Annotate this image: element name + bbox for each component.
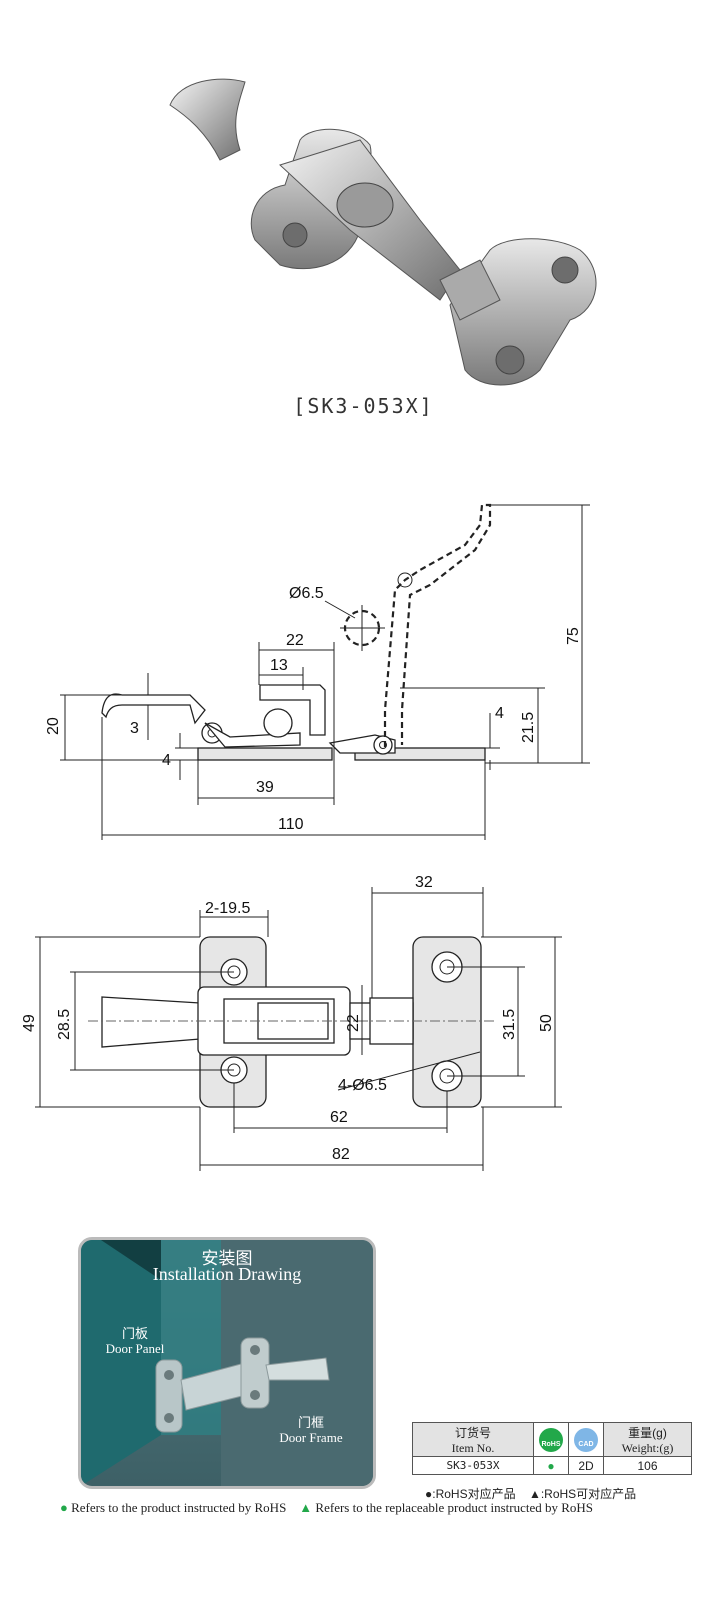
dim-13: 13: [270, 657, 288, 674]
cad-icon: CAD: [574, 1427, 598, 1452]
installation-title-en: Installation Drawing: [152, 1264, 302, 1284]
green-triangle-icon: ▲: [299, 1500, 313, 1515]
model-caption: [SK3-053X]: [293, 394, 434, 418]
dim-4-right: 4: [495, 705, 504, 722]
rohs-icon: RoHS: [539, 1427, 563, 1452]
installation-scene: [81, 1240, 373, 1486]
legend-rohs-en: Refers to the product instructed by RoHS: [71, 1500, 287, 1515]
door-panel-label: 门板 Door Panel: [105, 1326, 165, 1356]
dim-21-5: 21.5: [520, 712, 537, 743]
green-dot-icon: ●: [60, 1500, 68, 1515]
legend-replace-en: Refers to the replaceable product instru…: [315, 1500, 594, 1515]
legend-cn: ●:RoHS对应产品 ▲:RoHS可对应产品: [425, 1485, 636, 1502]
dim-49: 49: [21, 1014, 38, 1032]
legend-en: ● Refers to the product instructed by Ro…: [60, 1500, 593, 1516]
dim-3: 3: [130, 720, 139, 737]
dim-75: 75: [565, 627, 582, 645]
legend-rohs-cn: ●:RoHS对应产品: [425, 1487, 516, 1501]
cell-item-no: SK3-053X: [412, 1456, 534, 1475]
legend-replace-cn: ▲:RoHS可对应产品: [528, 1487, 637, 1501]
spec-table: 订货号 Item No. RoHS CAD 重量(g) Weight:(g) S…: [412, 1422, 692, 1475]
top-view-drawing: 32 2-19.5 49 28.5 22 31.5 50 4-Ø6.5 62 8…: [21, 874, 562, 1171]
side-view-drawing: Ø6.5 22 13 20 3 4 39 110 75 21.5 4: [45, 503, 590, 840]
cell-cad: 2D: [568, 1456, 604, 1475]
header-weight: 重量(g) Weight:(g): [603, 1422, 692, 1457]
dim-22-top: 22: [345, 1014, 362, 1032]
dim-28-5: 28.5: [56, 1009, 73, 1040]
dim-32: 32: [415, 874, 433, 891]
lever-closed: [101, 693, 206, 725]
dim-82: 82: [332, 1146, 350, 1163]
hook: [259, 684, 326, 736]
lever-open-dashed: [383, 503, 492, 747]
dim-4-left: 4: [162, 752, 171, 769]
dim-62: 62: [330, 1109, 348, 1126]
dim-39: 39: [256, 779, 274, 796]
product-photo: [169, 78, 597, 386]
dim-31-5: 31.5: [501, 1009, 518, 1040]
left-base-plate: [197, 747, 333, 761]
installation-title-cn: 安装图: [201, 1249, 253, 1268]
header-item-no: 订货号 Item No.: [412, 1422, 534, 1457]
dim-110: 110: [278, 816, 304, 833]
dim-4-holes: 4-Ø6.5: [338, 1077, 387, 1094]
dim-50: 50: [538, 1014, 555, 1032]
cell-rohs: ●: [533, 1456, 569, 1475]
header-cad: CAD: [568, 1422, 604, 1457]
header-rohs: RoHS: [533, 1422, 569, 1457]
installation-panel: 安装图 Installation Drawing 门板 Door Panel 门…: [78, 1237, 376, 1489]
dim-20: 20: [45, 717, 62, 735]
dim-22: 22: [286, 632, 304, 649]
dim-2-19-5: 2-19.5: [205, 900, 250, 917]
door-frame-label: 门框 Door Frame: [279, 1415, 343, 1445]
cell-weight: 106: [603, 1456, 692, 1475]
dim-hole-diameter: Ø6.5: [289, 585, 324, 602]
